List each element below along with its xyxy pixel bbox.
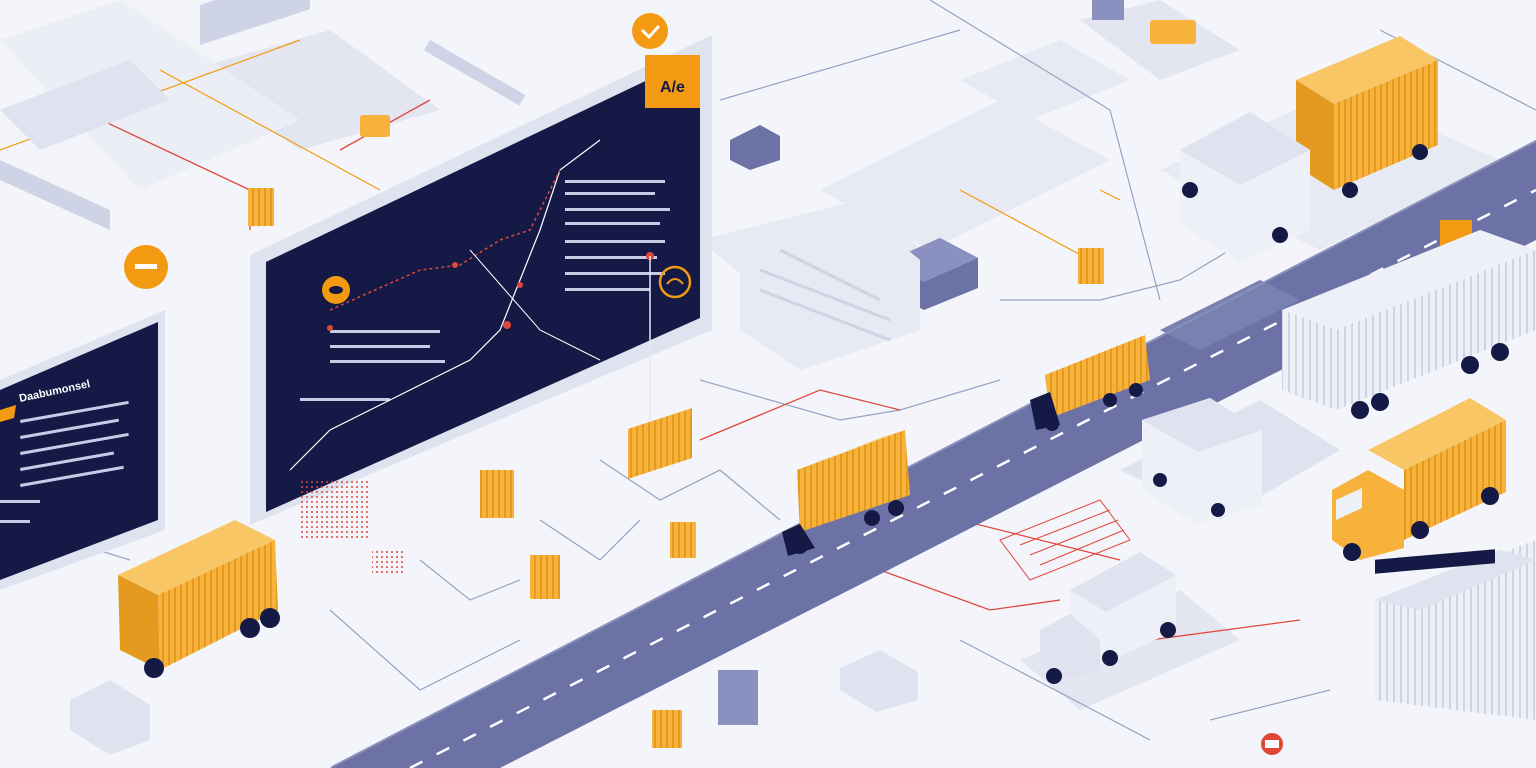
left-dashboard-screen: Daabumonsel xyxy=(0,310,165,590)
container-truck-top-right xyxy=(1180,36,1438,262)
container-truck-right xyxy=(1332,398,1506,561)
main-road xyxy=(330,140,1536,768)
upper-left-panel xyxy=(0,0,526,230)
badges xyxy=(124,13,1283,755)
white-delivery-truck xyxy=(1040,552,1176,684)
screen-route-line xyxy=(289,139,601,471)
truck-road-upper xyxy=(1030,335,1150,431)
white-truck-middle xyxy=(1142,398,1262,525)
check-icon xyxy=(632,13,668,49)
screen-text-rows xyxy=(300,180,670,401)
warehouses xyxy=(730,0,1536,720)
screen-badge xyxy=(645,55,700,108)
screen-badge-text: A/e xyxy=(660,79,685,96)
truck-bottom-left xyxy=(118,520,280,678)
small-vehicles xyxy=(70,650,918,755)
parking-grid xyxy=(999,499,1131,581)
white-trailer-right xyxy=(1282,230,1536,419)
truck-road-center xyxy=(782,430,910,556)
route-icon xyxy=(658,265,692,299)
main-dashboard-screen: A/e xyxy=(250,35,712,525)
